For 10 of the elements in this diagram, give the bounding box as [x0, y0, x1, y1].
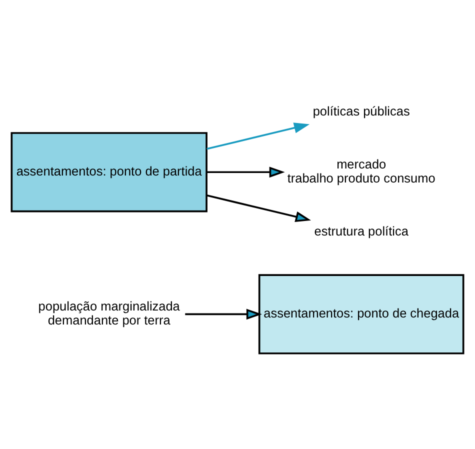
node-box: assentamentos: ponto de chegada	[258, 274, 464, 354]
node-box: assentamentos: ponto de partida	[10, 132, 208, 212]
node-text: mercado trabalho produto consumo	[287, 156, 436, 186]
node-text: políticas públicas	[312, 103, 410, 118]
arrow	[206, 166, 285, 178]
arrow	[206, 194, 311, 222]
node-text: estrutura política	[314, 224, 408, 239]
node-text: população marginalizada demandante por terra	[38, 298, 180, 328]
arrow	[185, 308, 262, 320]
arrow	[206, 122, 310, 150]
